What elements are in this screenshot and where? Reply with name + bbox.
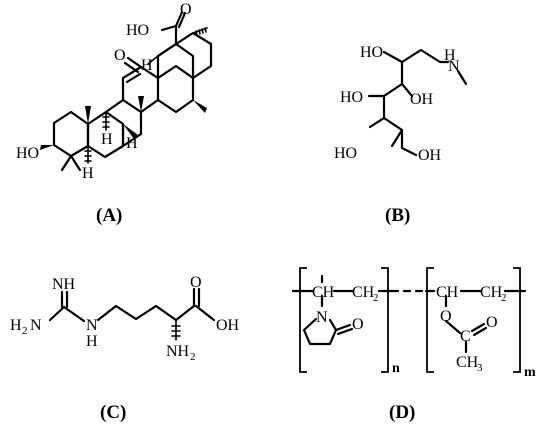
label-c-h2n-sub: 2	[22, 325, 28, 337]
caption-d: (D)	[389, 402, 415, 423]
label-a-h2: H	[101, 131, 113, 148]
label-d-ring-n: N	[316, 309, 328, 326]
label-b-ho3: HO	[334, 145, 357, 162]
label-a-cooh-ho: HO	[126, 22, 149, 39]
label-c-acid-o: O	[190, 274, 202, 291]
label-b-nh-h: H	[444, 47, 456, 64]
label-c-nh-imine: NH	[52, 276, 76, 293]
label-a-h4: H	[126, 135, 138, 152]
label-d-ring-o: O	[352, 316, 364, 333]
label-d-ch2-2-sub: 2	[501, 292, 507, 304]
label-c-nh-link-h: H	[86, 333, 98, 350]
label-c-oh: OH	[216, 317, 240, 334]
label-a-h3: H	[82, 165, 94, 182]
label-d-ch2-1-sub: 2	[373, 292, 379, 304]
label-a-cooh-o: O	[180, 1, 192, 18]
structure-d: CH CH 2 N O CH CH 2 O C O CH 3 n m (D)	[291, 267, 536, 423]
label-b-ho1: HO	[360, 44, 383, 61]
label-b-oh1: OH	[410, 91, 434, 108]
label-b-oh2: OH	[418, 147, 442, 164]
label-a-ketone-o: O	[114, 47, 126, 64]
label-c-nh-link: N	[86, 317, 98, 334]
label-d-ch3-sub: 3	[477, 362, 483, 374]
label-d-ch2-1: CH	[352, 284, 375, 301]
label-a-h1: H	[141, 57, 153, 74]
label-a-ho: HO	[16, 145, 39, 162]
label-c-nh2-sub: 2	[190, 351, 196, 363]
label-b-ho2: HO	[340, 89, 363, 106]
label-d-ch1: CH	[312, 284, 335, 301]
label-d-c-ester: C	[460, 328, 471, 345]
structure-c: NH H 2 N N H O OH NH 2 (C)	[10, 274, 240, 423]
label-d-ch3: CH	[456, 354, 479, 371]
label-d-ch-right: CH	[436, 284, 459, 301]
label-c-h2n-n: N	[30, 317, 42, 334]
label-d-ch2-2: CH	[480, 284, 503, 301]
caption-c: (C)	[100, 402, 126, 423]
caption-b: (B)	[385, 205, 410, 226]
label-b-nh: N	[448, 58, 460, 75]
label-d-sub-n: n	[392, 361, 400, 376]
label-c-nh2: NH	[166, 343, 190, 360]
label-d-sub-m: m	[524, 365, 536, 380]
label-d-o-ester: O	[440, 308, 452, 325]
label-c-h2n-h: H	[10, 317, 22, 334]
structure-b: HO H N HO OH HO OH (B)	[334, 44, 468, 226]
structure-a: HO O O H H H H HO (A)	[16, 1, 213, 226]
caption-a: (A)	[96, 205, 122, 226]
label-d-o-carbonyl: O	[486, 314, 498, 331]
